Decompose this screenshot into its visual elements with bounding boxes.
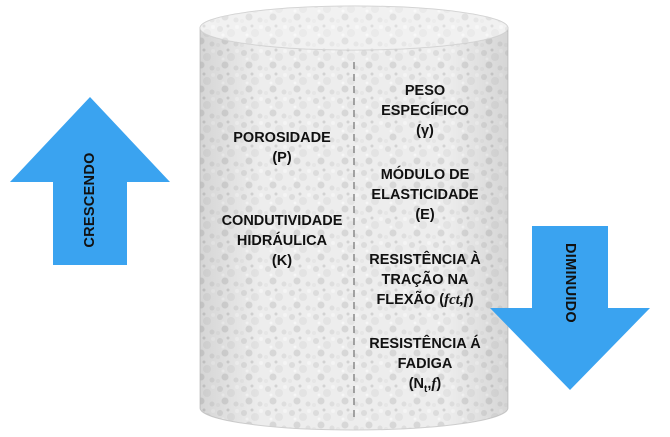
fatigue-strength-line3: (Nt,f) bbox=[408, 376, 442, 395]
increasing-arrow-label: CRESCENDO bbox=[82, 152, 98, 248]
elastic-modulus-line2: ELASTICIDADE bbox=[371, 187, 479, 203]
hydraulic-conductivity-line2: HIDRÁULICA bbox=[236, 233, 328, 249]
increasing-arrow bbox=[10, 97, 170, 265]
hydraulic-conductivity-label: CONDUTIVIDADE HIDRÁULICA (K) bbox=[222, 211, 343, 271]
decreasing-arrow bbox=[490, 226, 650, 390]
flexural-tensile-strength-label: RESISTÊNCIA À TRAÇÃO NA FLEXÃO (fct,f) bbox=[369, 250, 480, 310]
elastic-modulus-line1: MÓDULO DE bbox=[380, 167, 470, 183]
fatigue-strength-symbol: f bbox=[431, 376, 437, 392]
specific-weight-line1: PESO bbox=[404, 83, 446, 99]
elastic-modulus-line3: (E) bbox=[415, 207, 435, 223]
hydraulic-conductivity-line3: (K) bbox=[271, 253, 293, 269]
fatigue-strength-label: RESISTÊNCIA Á FADIGA (Nt,f) bbox=[369, 334, 480, 400]
fatigue-strength-line1: RESISTÊNCIA Á bbox=[369, 336, 481, 352]
specific-weight-label: PESO ESPECÍFICO (γ) bbox=[381, 81, 469, 141]
flexural-tensile-strength-line3: FLEXÃO (fct,f) bbox=[376, 292, 474, 308]
fatigue-strength-line2: FADIGA bbox=[397, 356, 453, 372]
cylinder-top bbox=[199, 5, 509, 51]
elastic-modulus-label: MÓDULO DE ELASTICIDADE (E) bbox=[371, 165, 478, 225]
flexural-tensile-strength-symbol: fct,f bbox=[444, 292, 469, 308]
porosity-label: POROSIDADE (P) bbox=[233, 128, 331, 168]
porosity-line1: POROSIDADE bbox=[233, 130, 331, 146]
porosity-line2: (P) bbox=[272, 150, 292, 166]
flexural-tensile-strength-line2: TRAÇÃO NA bbox=[381, 272, 469, 288]
decreasing-arrow-label: DIMINUIDO bbox=[562, 242, 578, 324]
fatigue-strength-subscript: t bbox=[424, 383, 428, 395]
specific-weight-line3: (γ) bbox=[416, 123, 434, 139]
hydraulic-conductivity-line1: CONDUTIVIDADE bbox=[221, 213, 343, 229]
specific-weight-line2: ESPECÍFICO bbox=[381, 103, 469, 119]
flexural-tensile-strength-line1: RESISTÊNCIA À bbox=[369, 252, 481, 268]
